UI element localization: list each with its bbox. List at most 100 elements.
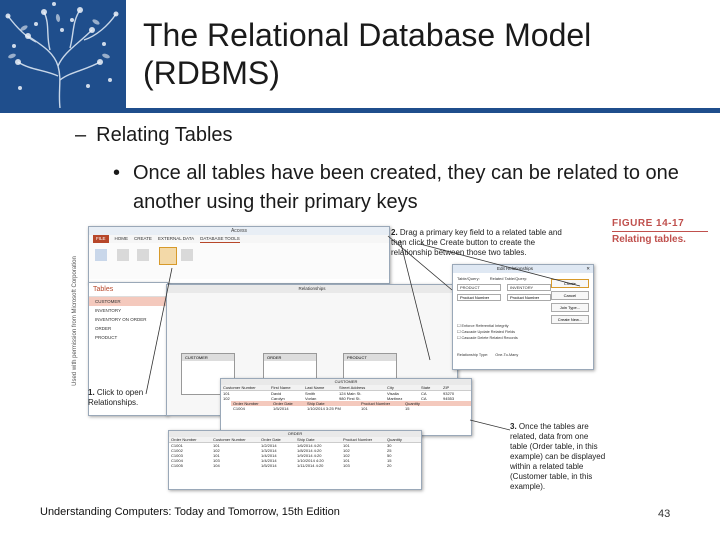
table-row[interactable]: 102 Carolyn Vorlan 980 First St. Martine… [221,396,471,401]
column-header[interactable]: Ship Date [307,401,325,406]
table-row[interactable]: 101 David Smith 124 Main St. Visalia CA … [221,391,471,396]
cell[interactable]: 50 [387,453,392,458]
close-icon[interactable]: ✕ [586,266,590,271]
cell[interactable]: 15 [387,458,392,463]
cell[interactable]: David [271,391,282,396]
cell[interactable]: 1/6/2014 4:20 [297,443,322,448]
ribbon-icon-compact[interactable] [95,249,107,261]
column-header[interactable]: Ship Date [297,437,315,442]
cell[interactable]: 1/5/2014 [261,463,277,468]
cell[interactable]: 1/4/2014 [261,453,277,458]
cancel-button[interactable]: Cancel [550,291,589,300]
field-left[interactable]: Product Number [457,294,501,301]
tab-home[interactable]: HOME [114,236,129,241]
cell[interactable]: 103 [213,458,220,463]
cell[interactable]: 1/9/2014 4:20 [297,453,322,458]
table-row[interactable]: C1003 101 1/4/2014 1/9/2014 4:20 102 50 [169,453,421,458]
cell[interactable]: 1/8/2014 4:20 [297,448,322,453]
cell[interactable]: 980 First St. [339,396,361,401]
cell[interactable]: 94553 [443,396,455,401]
cell[interactable]: 1/10/2014 3:25 PM [307,406,341,411]
tab-create[interactable]: CREATE [134,236,152,241]
cell[interactable]: 1/2/2014 [261,443,277,448]
nav-item-order[interactable]: ORDER [89,324,167,333]
cell[interactable]: 15 [405,406,410,411]
table-row[interactable]: C1002 102 1/3/2014 1/8/2014 4:20 102 25 [169,448,421,453]
nav-item-customer[interactable]: CUSTOMER [89,297,167,306]
cell[interactable]: 93270 [443,391,455,396]
relationships-tab[interactable]: Relationships [167,285,457,293]
nav-item-inventory-on-order[interactable]: INVENTORY ON ORDER [89,315,167,324]
column-header[interactable]: First Name [271,385,291,390]
cell[interactable]: Visalia [387,391,399,396]
cell[interactable]: 25 [387,448,392,453]
cell[interactable]: 1/10/2014 4:20 [297,458,324,463]
cell[interactable]: C1001 [171,443,183,448]
ribbon-icon-macro[interactable] [137,249,149,261]
table-row[interactable]: C1004 103 1/4/2014 1/10/2014 4:20 101 15 [169,458,421,463]
cell[interactable]: 102 [223,396,230,401]
column-header[interactable]: Order Number [171,437,197,442]
cell[interactable]: C1002 [171,448,183,453]
cell[interactable]: 20 [387,463,392,468]
table-row[interactable]: C1005 104 1/5/2014 1/11/2014 4:20 103 20 [169,463,421,468]
cell[interactable]: 102 [213,448,220,453]
cascade-update-checkbox[interactable]: ☐ Cascade Update Related Fields [457,330,516,334]
cell[interactable]: C1004 [233,406,245,411]
column-header[interactable]: Product Number [343,437,373,442]
create-button[interactable]: Create [550,279,589,288]
cell[interactable]: Vorlan [305,396,317,401]
cell[interactable]: 1/3/2014 [261,448,277,453]
cell[interactable]: 101 [213,453,220,458]
column-header[interactable]: Quantity [405,401,420,406]
nav-item-inventory[interactable]: INVENTORY [89,306,167,315]
create-new-button[interactable]: Create New... [550,315,589,324]
cell[interactable]: 102 [343,453,350,458]
cell[interactable]: 1/4/2014 [261,458,277,463]
tab-file[interactable]: FILE [93,235,109,243]
field-right[interactable]: Product Number [507,294,551,301]
enforce-integrity-checkbox[interactable]: ☐ Enforce Referential Integrity [457,324,509,328]
cell[interactable]: 1/5/2014 [273,406,289,411]
ribbon-icon-dependencies[interactable] [181,249,193,261]
cell[interactable]: C1004 [171,458,183,463]
tab-database-tools[interactable]: DATABASE TOOLS [200,236,240,243]
column-header[interactable]: Order Date [261,437,281,442]
join-type-button[interactable]: Join Type... [550,303,589,312]
column-header[interactable]: Customer Number [213,437,246,442]
cell[interactable]: 124 Main St. [339,391,362,396]
cell[interactable]: 101 [361,406,368,411]
subdatasheet-row[interactable]: C1004 1/5/2014 1/10/2014 3:25 PM 101 15 [231,406,471,411]
relationships-button[interactable] [159,247,177,265]
cell[interactable]: 102 [343,448,350,453]
cell[interactable]: CA [421,391,427,396]
column-header[interactable]: Product Number [361,401,391,406]
table-select[interactable]: PRODUCT [457,284,501,291]
nav-item-product[interactable]: PRODUCT [89,333,167,342]
cell[interactable]: C1003 [171,453,183,458]
cell[interactable]: 101 [343,443,350,448]
column-header[interactable]: State [421,385,431,390]
column-header[interactable]: Order Number [233,401,259,406]
column-header[interactable]: Last Name [305,385,325,390]
cell[interactable]: 101 [223,391,230,396]
cell[interactable]: 30 [387,443,392,448]
cascade-delete-checkbox[interactable]: ☐ Cascade Delete Related Records [457,336,518,340]
cell[interactable]: 101 [343,458,350,463]
cell[interactable]: CA [421,396,427,401]
cell[interactable]: Martinez [387,396,403,401]
column-header[interactable]: Street Address [339,385,366,390]
cell[interactable]: Smith [305,391,316,396]
cell[interactable]: C1005 [171,463,183,468]
cell[interactable]: 104 [213,463,220,468]
cell[interactable]: 103 [343,463,350,468]
ribbon-icon-vba[interactable] [117,249,129,261]
column-header[interactable]: ZIP [443,385,450,390]
nav-header[interactable]: Tables [89,283,167,297]
table-row[interactable]: C1001 101 1/2/2014 1/6/2014 4:20 101 30 [169,443,421,448]
column-header[interactable]: Customer Number [223,385,256,390]
tab-external-data[interactable]: EXTERNAL DATA [157,236,195,241]
column-header[interactable]: City [387,385,394,390]
cell[interactable]: 101 [213,443,220,448]
cell[interactable]: 1/11/2014 4:20 [297,463,324,468]
